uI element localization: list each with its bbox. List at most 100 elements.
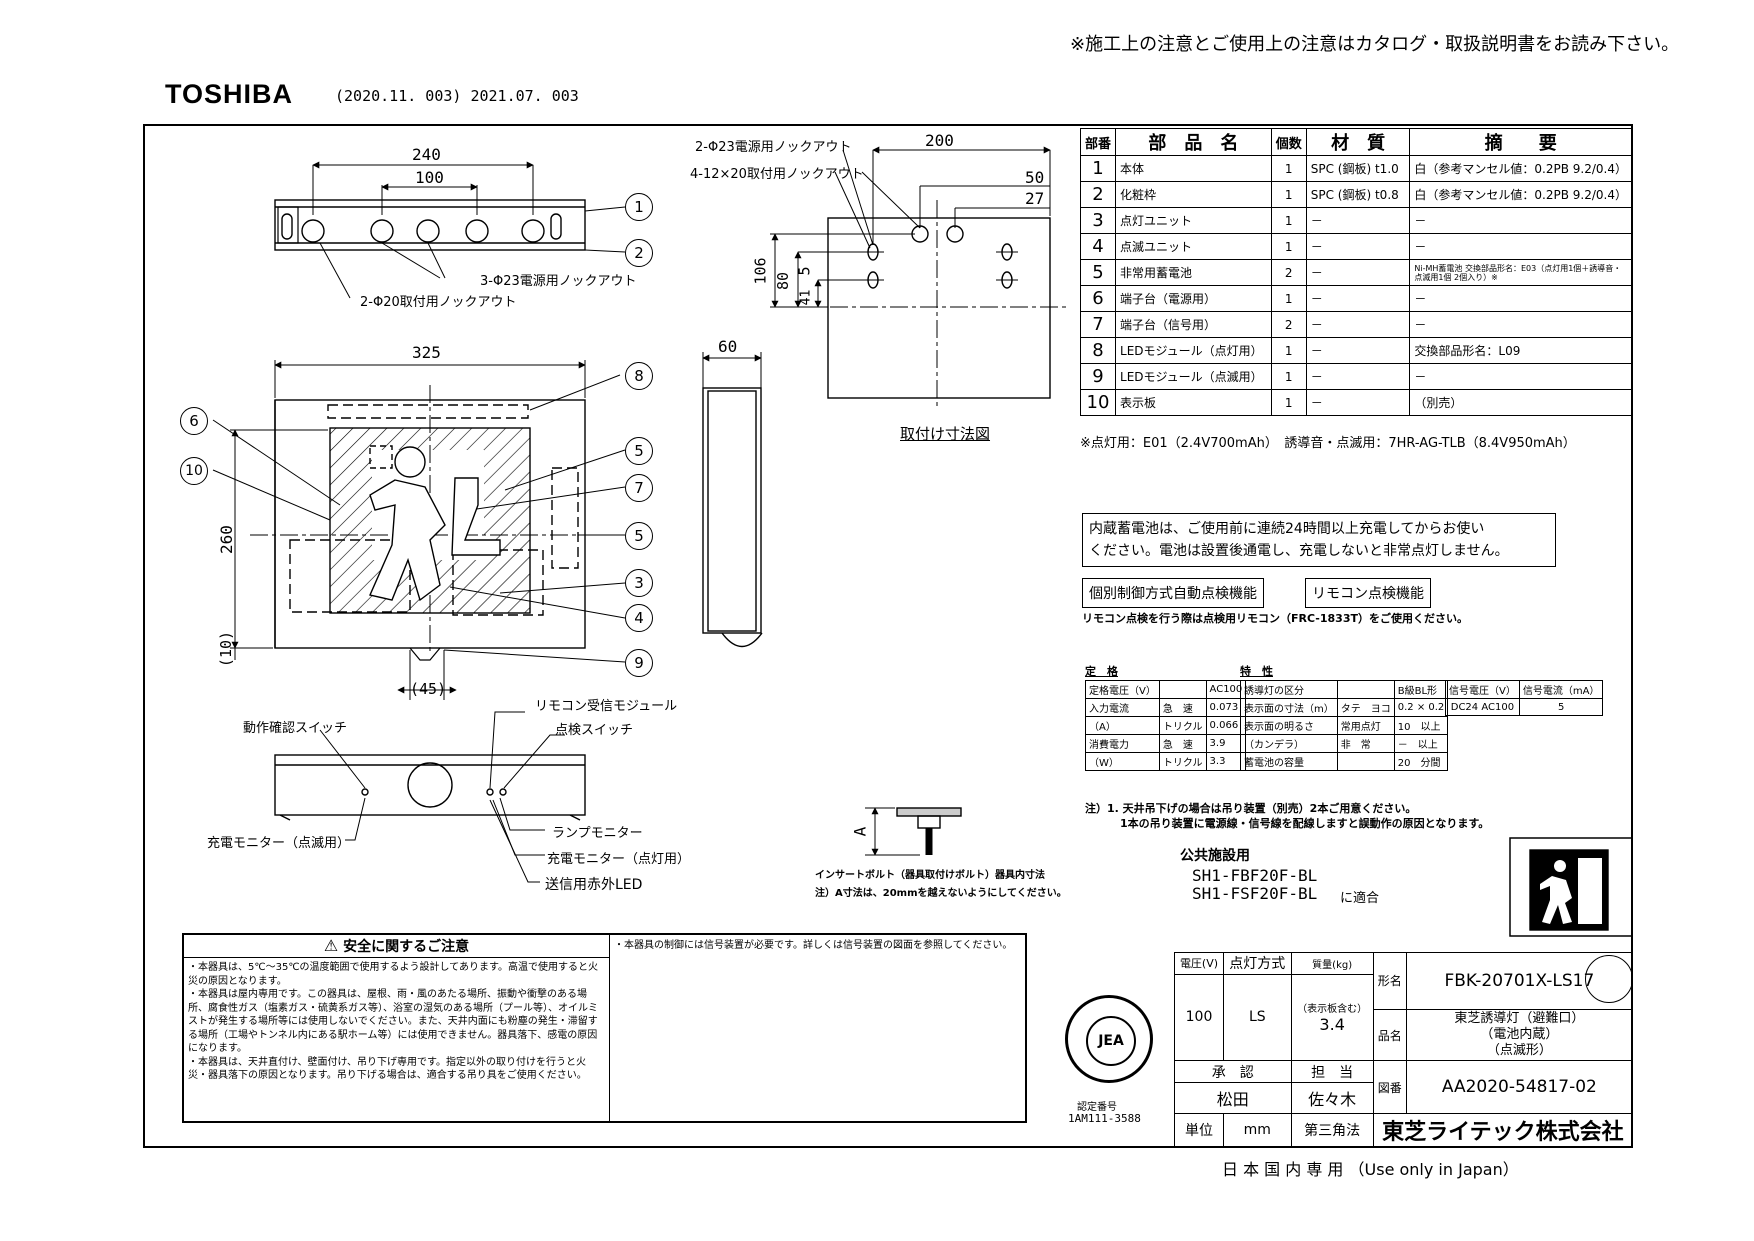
product-header: 品名 [1372, 1008, 1407, 1062]
approver-header: 承 認 [1174, 1060, 1292, 1083]
part-material: － [1305, 337, 1411, 364]
characteristics-title: 特 性 [1240, 665, 1273, 678]
safety-title: ⚠ 安全に関するご注意 [184, 935, 609, 958]
part-no: 9 [1079, 363, 1117, 390]
part-name: LEDモジュール（点灯用） [1115, 337, 1272, 364]
rating-sub [1158, 680, 1207, 699]
dim-106: 106 [751, 257, 770, 285]
title-block-row: 松田 佐々木 [1174, 1081, 1633, 1114]
signal-current-header: 信号電流（mA） [1518, 680, 1604, 699]
battery-notice-line-1: 内蔵蓄電池は、ご使用前に連続24時間以上充電してからお使い [1089, 521, 1485, 537]
signal-voltage: DC24 AC100 [1445, 698, 1520, 716]
callout-2: 2 [625, 239, 653, 267]
part-material: SPC (鋼板) t1.0 [1305, 155, 1411, 182]
public-model-2: SH1-FSF20F-BL [1192, 884, 1318, 903]
char-label: 誘導灯の区分 [1240, 680, 1338, 699]
char-sub [1336, 680, 1395, 699]
part-name: 非常用蓄電池 [1115, 259, 1272, 286]
part-note: 白（参考マンセル値：0.2PB 9.2/0.4） [1409, 155, 1632, 182]
revision-number: (2020.11. 003) 2021.07. 003 [335, 87, 579, 105]
callout-3: 3 [625, 569, 653, 597]
part-qty: 2 [1270, 259, 1307, 286]
part-material: － [1305, 363, 1411, 390]
label-op-switch: 動作確認スイッチ [243, 721, 348, 736]
ceiling-note-1: 注）1. 天井吊下げの場合は吊り装置（別売）2本ご用意ください。 [1085, 802, 1417, 815]
dim-200: 200 [925, 131, 954, 150]
part-qty: 1 [1270, 181, 1307, 208]
rating-sub: トリクル [1158, 716, 1207, 735]
part-material: SPC (鋼板) t0.8 [1305, 181, 1411, 208]
part-material: － [1305, 285, 1411, 312]
label-check-switch: 点検スイッチ [555, 723, 634, 738]
public-model-1: SH1-FBF20F-BL [1192, 866, 1318, 885]
callout-1: 1 [625, 193, 653, 221]
rating-label: （A） [1085, 716, 1160, 735]
char-value: B級BL形 [1393, 680, 1449, 699]
char-label: （カンデラ） [1240, 734, 1338, 753]
rating-sub: 急 速 [1158, 698, 1207, 717]
label-remote-module: リモコン受信モジュール [535, 699, 678, 714]
mass-value: 3.4 [1319, 1015, 1345, 1035]
part-name: 点滅ユニット [1115, 233, 1272, 260]
title-block-row: 承 認 担 当 図番 AA2020-54817-02 [1174, 1060, 1634, 1114]
signal-voltage-header: 信号電圧（V） [1445, 680, 1520, 699]
dim-260: 260 [216, 525, 236, 554]
brand-logo: TOSHIBA [165, 79, 294, 109]
certification-number: 1AM111-3588 [1068, 1112, 1141, 1125]
part-qty: 1 [1270, 337, 1307, 364]
part-name: 本体 [1115, 155, 1272, 182]
part-material: － [1305, 207, 1411, 234]
label-insert-bolt: インサートボルト（器具取付けボルト）器具内寸法 [815, 870, 1045, 881]
table-row: （カンデラ）非 常－ 以上 [1240, 734, 1449, 753]
label-lamp-monitor: ランプモニター [552, 826, 643, 841]
safety-items: ・本器具は、5℃～35℃の温度範囲で使用するよう設計してあります。高温で使用する… [188, 961, 603, 1083]
callout-7: 7 [625, 474, 653, 502]
mass-header: 質量(kg) [1290, 952, 1374, 975]
part-qty: 1 [1270, 363, 1307, 390]
parts-footnote: ※点灯用：E01（2.4V700mAh） 誘導音・点滅用：7HR-AG-TLB（… [1080, 436, 1576, 451]
part-no: 1 [1079, 155, 1117, 182]
char-label: 表示面の寸法（m） [1240, 698, 1338, 717]
part-qty: 1 [1270, 389, 1307, 416]
parts-table-header: 部番 部 品 名 個数 材 質 摘 要 [1079, 128, 1632, 156]
dim-325: 325 [412, 343, 441, 362]
signal-device-note: ・本器具の制御には信号装置が必要です。詳しくは信号装置の図面を参照してください。 [614, 940, 1013, 951]
part-note: （別売） [1409, 389, 1632, 416]
dim-100: 100 [415, 168, 444, 187]
unit-value: mm [1222, 1112, 1292, 1149]
part-name: 端子台（信号用） [1115, 311, 1272, 338]
mass-cell: （表示板含む） 3.4 [1290, 973, 1374, 1062]
part-qty: 1 [1270, 285, 1307, 312]
part-name: LEDモジュール（点滅用） [1115, 363, 1272, 390]
lighting-header: 点灯方式 [1222, 952, 1292, 975]
label-knockout-12x20: 4-12×20取付用ノックアウト [690, 167, 864, 182]
table-row: 定格電圧（V）AC100 [1085, 680, 1247, 699]
part-qty: 1 [1270, 207, 1307, 234]
label-insert-note: 注）A寸法は、20mmを越えないようにしてください。 [815, 888, 1067, 899]
callout-9: 9 [625, 649, 653, 677]
part-note: － [1409, 363, 1632, 390]
mounting-diagram-title: 取付け寸法図 [900, 425, 991, 443]
unit-header: 単位 [1174, 1112, 1224, 1149]
char-sub: タテ ヨコ [1336, 698, 1395, 717]
feature-auto-check: 個別制御方式自動点検機能 [1082, 578, 1264, 608]
drawing-number: AA2020-54817-02 [1405, 1060, 1634, 1114]
title-block-row: 100 LS （表示板含む） 3.4 [1174, 973, 1633, 1062]
label-knockout-23-3: 3-Φ23電源用ノックアウト [480, 274, 637, 289]
label-charge-monitor-blink: 充電モニター（点滅用） [207, 836, 351, 851]
safety-title-text: 安全に関するご注意 [343, 939, 470, 955]
part-qty: 1 [1270, 155, 1307, 182]
person-name: 佐々木 [1290, 1081, 1374, 1114]
public-facility-title: 公共施設用 [1180, 848, 1250, 864]
